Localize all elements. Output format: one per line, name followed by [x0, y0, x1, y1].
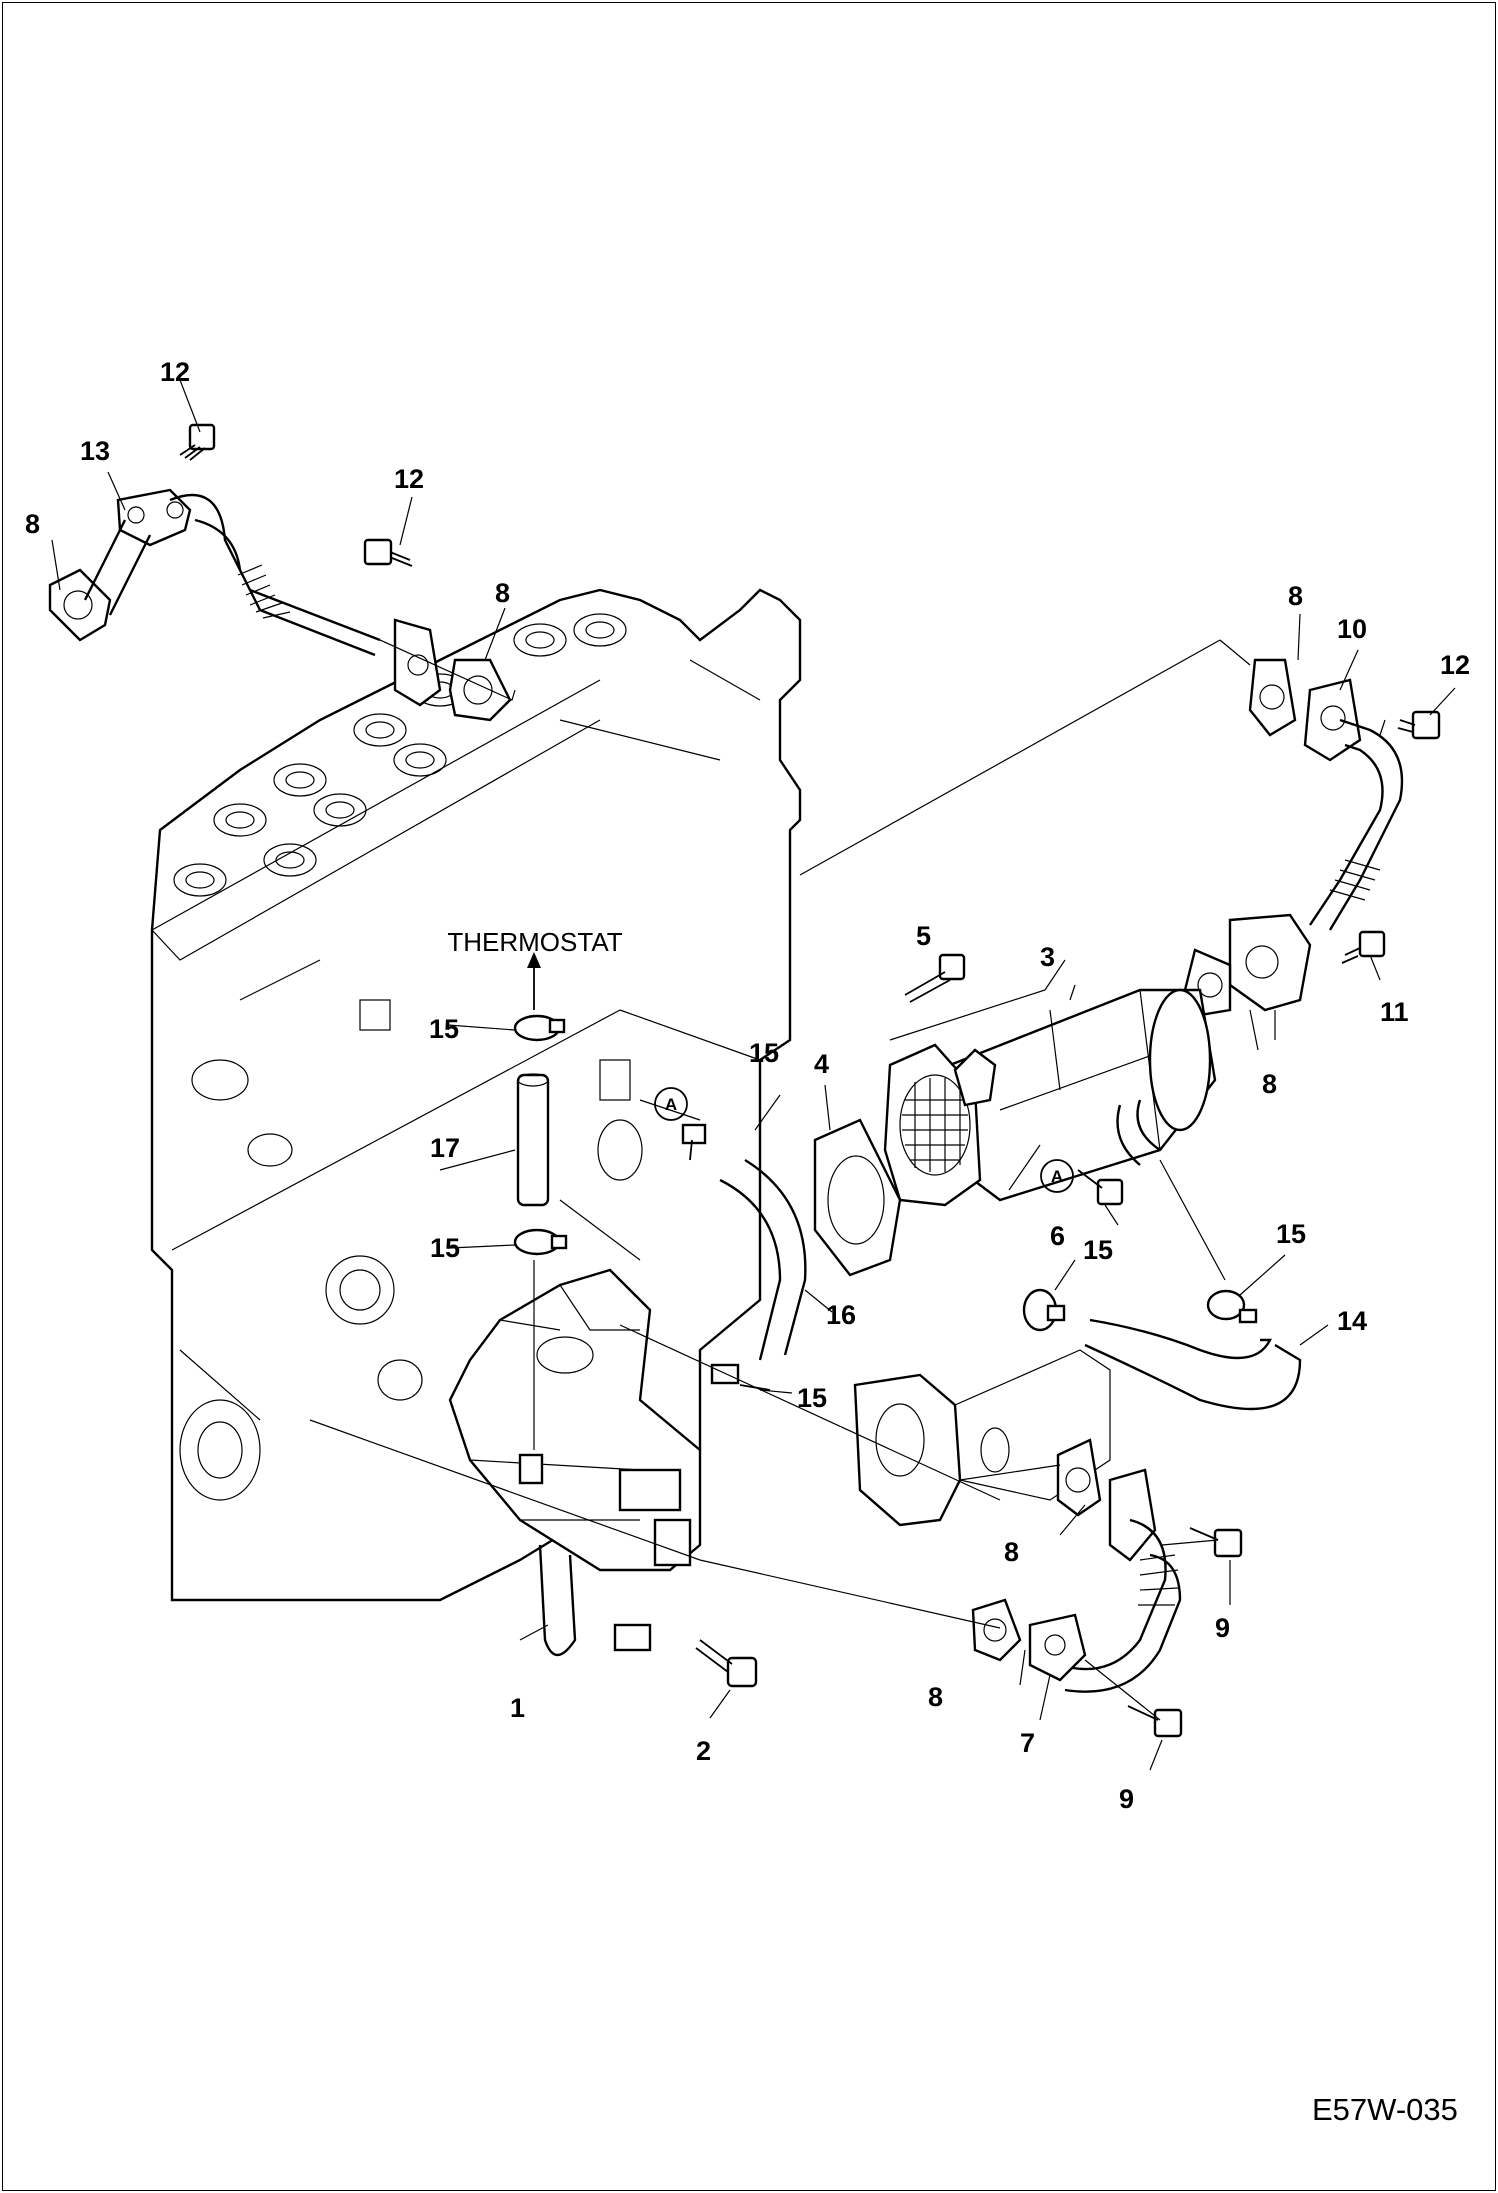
reference-mark-a-right: A [1040, 1159, 1074, 1193]
callout-11: 11 [1380, 997, 1409, 1027]
callout-labels: 12 13 8 12 8 8 10 12 5 3 11 8 15 15 4 17… [25, 357, 1470, 1814]
bolt-5 [904, 953, 966, 1003]
hose-clamp-15-e [1022, 1288, 1066, 1332]
hose-clamp-15-d [710, 1363, 771, 1391]
callout-8: 8 [1262, 1069, 1277, 1099]
callout-8: 8 [928, 1682, 943, 1712]
callout-1: 1 [510, 1693, 525, 1723]
callout-3: 3 [1040, 942, 1055, 972]
gasket-4 [813, 1118, 902, 1277]
callout-12: 12 [1440, 650, 1470, 680]
drawing-code: E57W-035 [1312, 2092, 1458, 2127]
hose-16 [719, 1158, 807, 1361]
gasket-8-g [971, 1598, 1022, 1662]
callout-13: 13 [80, 436, 110, 466]
exhaust-manifold [853, 1349, 1111, 1527]
callout-12: 12 [394, 464, 424, 494]
hose-14 [1084, 1318, 1302, 1411]
bolt-9-b [1127, 1705, 1183, 1738]
hose-17 [516, 1073, 550, 1207]
egr-pipe-7 [1028, 1468, 1182, 1693]
callout-8: 8 [495, 578, 510, 608]
callout-8: 8 [1004, 1537, 1019, 1567]
egr-cooler [883, 988, 1217, 1207]
callout-9: 9 [1119, 1784, 1134, 1814]
callout-4: 4 [814, 1049, 829, 1079]
egr-pipe-13 [48, 488, 442, 707]
callout-7: 7 [1020, 1728, 1035, 1758]
callout-8: 8 [25, 509, 40, 539]
callout-2: 2 [696, 1736, 711, 1766]
bolt-11 [1341, 930, 1386, 964]
callout-15: 15 [429, 1014, 459, 1044]
callout-5: 5 [916, 921, 931, 951]
egr-valve [448, 1268, 702, 1657]
callout-9: 9 [1215, 1613, 1230, 1643]
callout-14: 14 [1337, 1306, 1367, 1336]
bolt-12-b [363, 538, 413, 567]
svg-text:A: A [665, 1095, 677, 1114]
bolt-12-c [1397, 710, 1441, 740]
svg-text:A: A [1051, 1167, 1063, 1186]
callout-15: 15 [1083, 1235, 1113, 1265]
callout-12: 12 [160, 357, 190, 387]
bolt-6 [1077, 1169, 1124, 1206]
callout-16: 16 [826, 1300, 856, 1330]
bolt-9-a [1189, 1527, 1243, 1558]
gasket-8-f [1056, 1438, 1102, 1517]
callout-15: 15 [749, 1038, 779, 1068]
reference-mark-a-left: A [654, 1087, 688, 1121]
callout-10: 10 [1337, 614, 1367, 644]
egr-pipe-10 [1228, 658, 1404, 1012]
hose-clamp-15-f [1206, 1289, 1258, 1324]
gasket-8-b [448, 658, 512, 722]
callout-15: 15 [797, 1383, 827, 1413]
callout-8: 8 [1288, 581, 1303, 611]
bolt-2 [695, 1639, 758, 1688]
thermostat-label: THERMOSTAT [447, 927, 622, 957]
hose-clamp-15-c [681, 1123, 707, 1161]
bolt-12-a [179, 423, 216, 461]
callout-17: 17 [430, 1133, 460, 1163]
callout-6: 6 [1050, 1221, 1065, 1251]
callout-15: 15 [1276, 1219, 1306, 1249]
hose-clamp-15-a [513, 1014, 566, 1042]
hose-clamp-15-b [513, 1228, 568, 1256]
callout-15: 15 [430, 1233, 460, 1263]
leader-lines [51, 379, 1456, 1771]
thermostat-arrow [527, 952, 541, 1450]
